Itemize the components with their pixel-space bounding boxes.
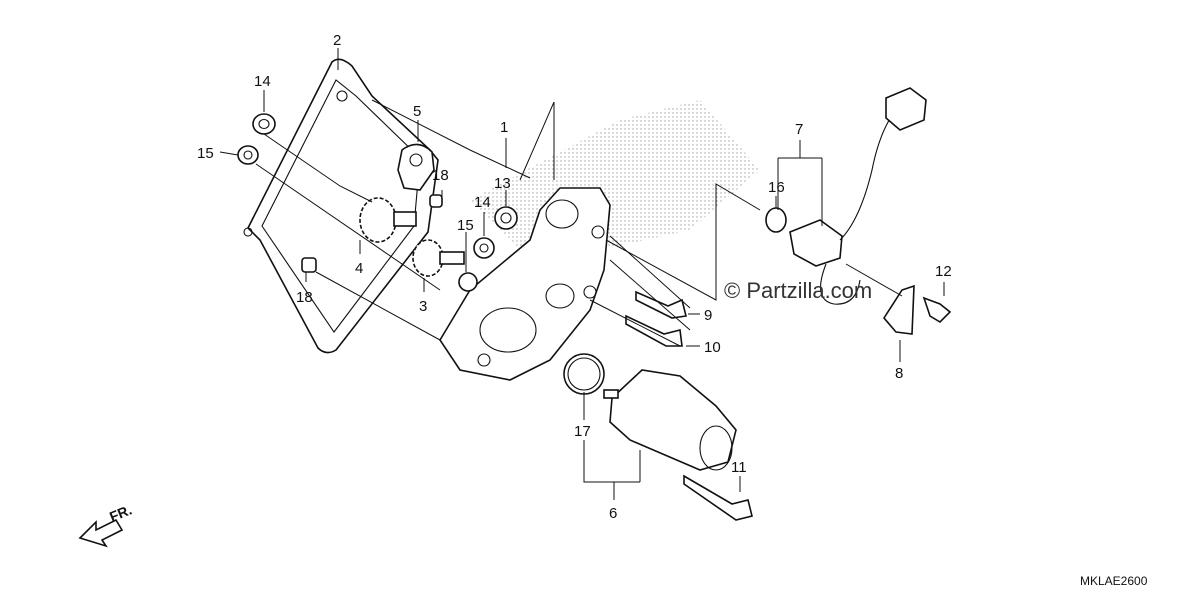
callout-5: 5: [413, 103, 421, 120]
housing-hole-b: [477, 353, 491, 367]
housing-bore-large: [479, 307, 537, 353]
callout-18-lower: 18: [296, 289, 313, 306]
bearing-14-center-inner: [500, 212, 512, 224]
callout-15-left: 15: [197, 145, 214, 162]
bearing-15-left-inner: [243, 150, 253, 160]
bolt-11: [683, 474, 753, 521]
callout-14-center: 14: [474, 194, 491, 211]
gear-4-shaft: [393, 211, 417, 227]
bearing-3-end: [458, 272, 478, 292]
gear-3-shaft: [439, 251, 465, 265]
diagram-code: MKLAE2600: [1080, 574, 1148, 588]
bearing-14-left-inner: [258, 118, 270, 130]
sensor-7: [789, 219, 843, 267]
callout-6: 6: [609, 505, 617, 522]
callout-4: 4: [355, 260, 363, 277]
part-5: [397, 143, 435, 191]
callout-16: 16: [768, 179, 785, 196]
gasket-hole-a: [243, 227, 253, 237]
gasket-hole-b: [336, 90, 348, 102]
callout-labels: 1 2 3 4 5 6 7 8 9 10 11 12 13 14 14 15 1…: [197, 32, 952, 522]
callout-18-upper: 18: [432, 167, 449, 184]
housing-bore-upper: [545, 199, 579, 229]
callout-12: 12: [935, 263, 952, 280]
callout-2: 2: [333, 32, 341, 49]
bolt-10: [625, 314, 683, 347]
oring-17: [563, 353, 605, 395]
callout-15-center: 15: [457, 217, 474, 234]
oring-16: [765, 207, 787, 233]
sensor-7-cable: [839, 109, 897, 241]
bearing-14-center: [494, 206, 518, 230]
arrow-left-icon: [78, 518, 124, 548]
callout-3: 3: [419, 298, 427, 315]
bolt-12: [922, 296, 952, 324]
bearing-15-center: [473, 237, 495, 259]
motor-6-end: [699, 425, 733, 471]
bracket-8: [883, 284, 915, 335]
motor-6: [609, 369, 737, 471]
callout-14-left: 14: [254, 73, 271, 90]
callout-8: 8: [895, 365, 903, 382]
callout-1: 1: [500, 119, 508, 136]
gasket: [247, 58, 439, 354]
callout-10: 10: [704, 339, 721, 356]
motor-6-shaft: [603, 389, 619, 399]
housing-bore-lower: [545, 283, 575, 309]
callout-13: 13: [494, 175, 511, 192]
part-5-hole: [409, 153, 423, 167]
sensor-7-cable-loop: [820, 263, 861, 305]
bearing-14-left: [252, 113, 276, 135]
dowel-18-upper: [429, 194, 443, 208]
front-direction-arrow: FR.: [78, 501, 134, 548]
dowel-18-lower: [301, 257, 317, 273]
callout-7: 7: [795, 121, 803, 138]
gear-3: [412, 239, 444, 277]
leader-lines: [219, 48, 945, 500]
connector: [885, 87, 927, 131]
callout-17: 17: [574, 423, 591, 440]
housing-hole-c: [591, 225, 605, 239]
callout-11: 11: [731, 459, 747, 476]
gear-4: [359, 197, 397, 243]
watermark: © Partzilla.com: [724, 278, 872, 303]
bearing-15-left: [237, 145, 259, 165]
gear-housing: [439, 187, 611, 381]
callout-9: 9: [704, 307, 712, 324]
housing-hole-a: [583, 285, 597, 299]
bearing-15-center-inner: [479, 243, 489, 253]
front-label: FR.: [107, 501, 134, 524]
oring-17-inner: [567, 357, 601, 391]
